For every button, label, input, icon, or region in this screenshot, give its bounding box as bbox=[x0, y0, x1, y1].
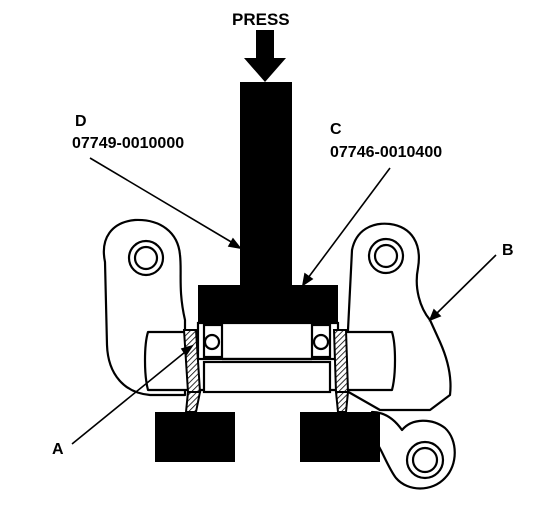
bolt-eye-lower-right bbox=[405, 440, 445, 480]
press-ram-tool-d bbox=[240, 82, 292, 287]
callout-b: B bbox=[502, 242, 514, 259]
driver-plate-tool-c bbox=[198, 285, 338, 323]
hub-bore bbox=[202, 360, 332, 394]
bolt-eye-upper-left bbox=[127, 239, 165, 277]
leader-lines bbox=[71, 157, 497, 445]
support-block-left bbox=[155, 412, 235, 462]
tool-d-part-number: 07749-0010000 bbox=[72, 135, 184, 152]
wheel-bearing bbox=[196, 321, 340, 361]
callout-a: A bbox=[52, 441, 64, 458]
support-block-right bbox=[300, 412, 380, 462]
tool-d-letter: D bbox=[75, 113, 87, 130]
tool-c-part-number: 07746-0010400 bbox=[330, 144, 442, 161]
press-label: PRESS bbox=[232, 10, 290, 29]
tool-c-letter: C bbox=[330, 121, 342, 138]
press-arrow-icon bbox=[244, 30, 286, 82]
bolt-eye-upper-right bbox=[367, 237, 405, 275]
